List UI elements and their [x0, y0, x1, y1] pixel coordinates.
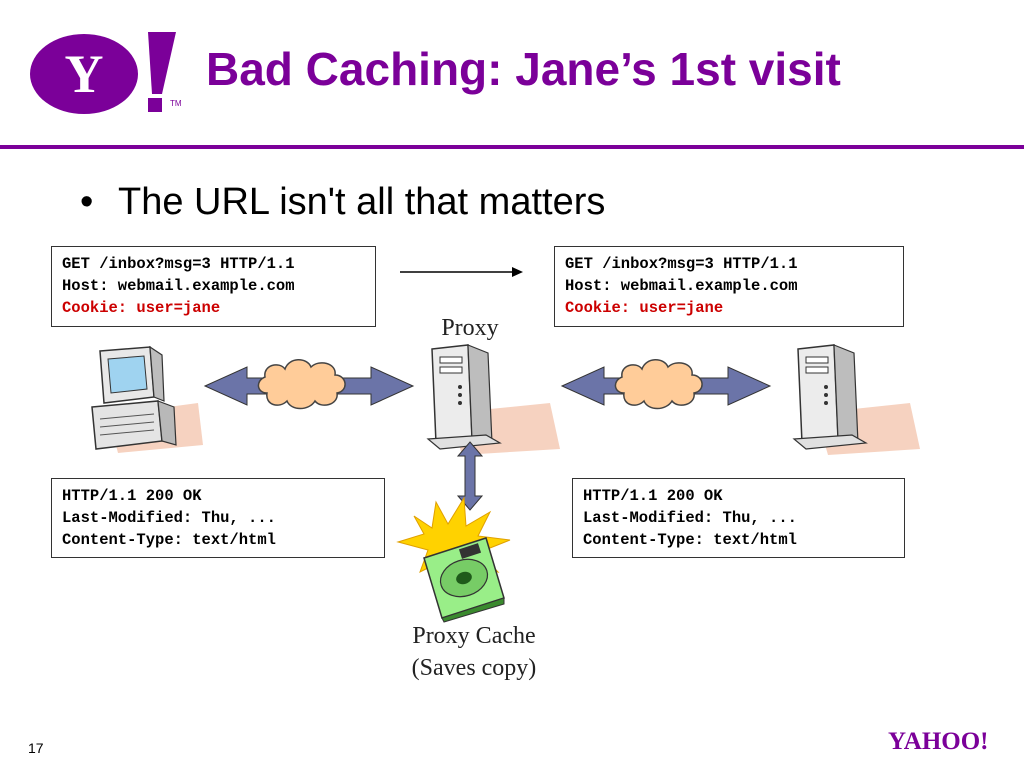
- content-type-header: Content-Type: text/html: [62, 531, 276, 549]
- request-box-left: GET /inbox?msg=3 HTTP/1.1 Host: webmail.…: [51, 246, 376, 327]
- client-computer-icon: [91, 345, 203, 453]
- request-line: GET /inbox?msg=3 HTTP/1.1: [565, 255, 798, 273]
- content-type-header: Content-Type: text/html: [583, 531, 797, 549]
- proxy-cache-disk-icon: [396, 496, 511, 623]
- cloud-icon: [614, 359, 703, 410]
- cache-label-line2: (Saves copy): [411, 655, 537, 681]
- request-line: GET /inbox?msg=3 HTTP/1.1: [62, 255, 295, 273]
- svg-text:Y: Y: [65, 44, 104, 104]
- response-box-left: HTTP/1.1 200 OK Last-Modified: Thu, ... …: [51, 478, 385, 558]
- yahoo-wordmark: YAHOO!: [888, 728, 989, 755]
- origin-server-icon: [792, 344, 920, 455]
- status-line: HTTP/1.1 200 OK: [62, 487, 202, 505]
- bullet-item: • The URL isn't all that matters: [80, 181, 606, 224]
- host-header: Host: webmail.example.com: [62, 277, 295, 295]
- cloud-icon: [257, 359, 346, 410]
- bullet-text: The URL isn't all that matters: [118, 181, 606, 223]
- cache-link-arrow-icon: [456, 441, 484, 511]
- cache-label-line1: Proxy Cache: [412, 623, 536, 649]
- cookie-header: Cookie: user=jane: [565, 299, 724, 317]
- svg-text:TM: TM: [170, 99, 182, 108]
- forward-arrow-icon: [400, 267, 523, 277]
- response-box-right: HTTP/1.1 200 OK Last-Modified: Thu, ... …: [572, 478, 905, 558]
- proxy-cache-label: Proxy Cache (Saves copy): [384, 620, 564, 684]
- host-header: Host: webmail.example.com: [565, 277, 798, 295]
- status-line: HTTP/1.1 200 OK: [583, 487, 723, 505]
- proxy-label: Proxy: [441, 315, 499, 341]
- last-modified-header: Last-Modified: Thu, ...: [583, 509, 797, 527]
- proxy-server-icon: [426, 344, 560, 455]
- yahoo-logo: Y TM: [30, 32, 182, 114]
- page-number: 17: [28, 740, 44, 756]
- cookie-header: Cookie: user=jane: [62, 299, 221, 317]
- request-box-right: GET /inbox?msg=3 HTTP/1.1 Host: webmail.…: [554, 246, 904, 327]
- page-title: Bad Caching: Jane’s 1st visit: [206, 43, 841, 95]
- network-link-right: [560, 359, 772, 410]
- bullet-dot: •: [80, 181, 94, 223]
- network-link-left: [203, 359, 415, 410]
- last-modified-header: Last-Modified: Thu, ...: [62, 509, 276, 527]
- title-divider: [0, 145, 1024, 149]
